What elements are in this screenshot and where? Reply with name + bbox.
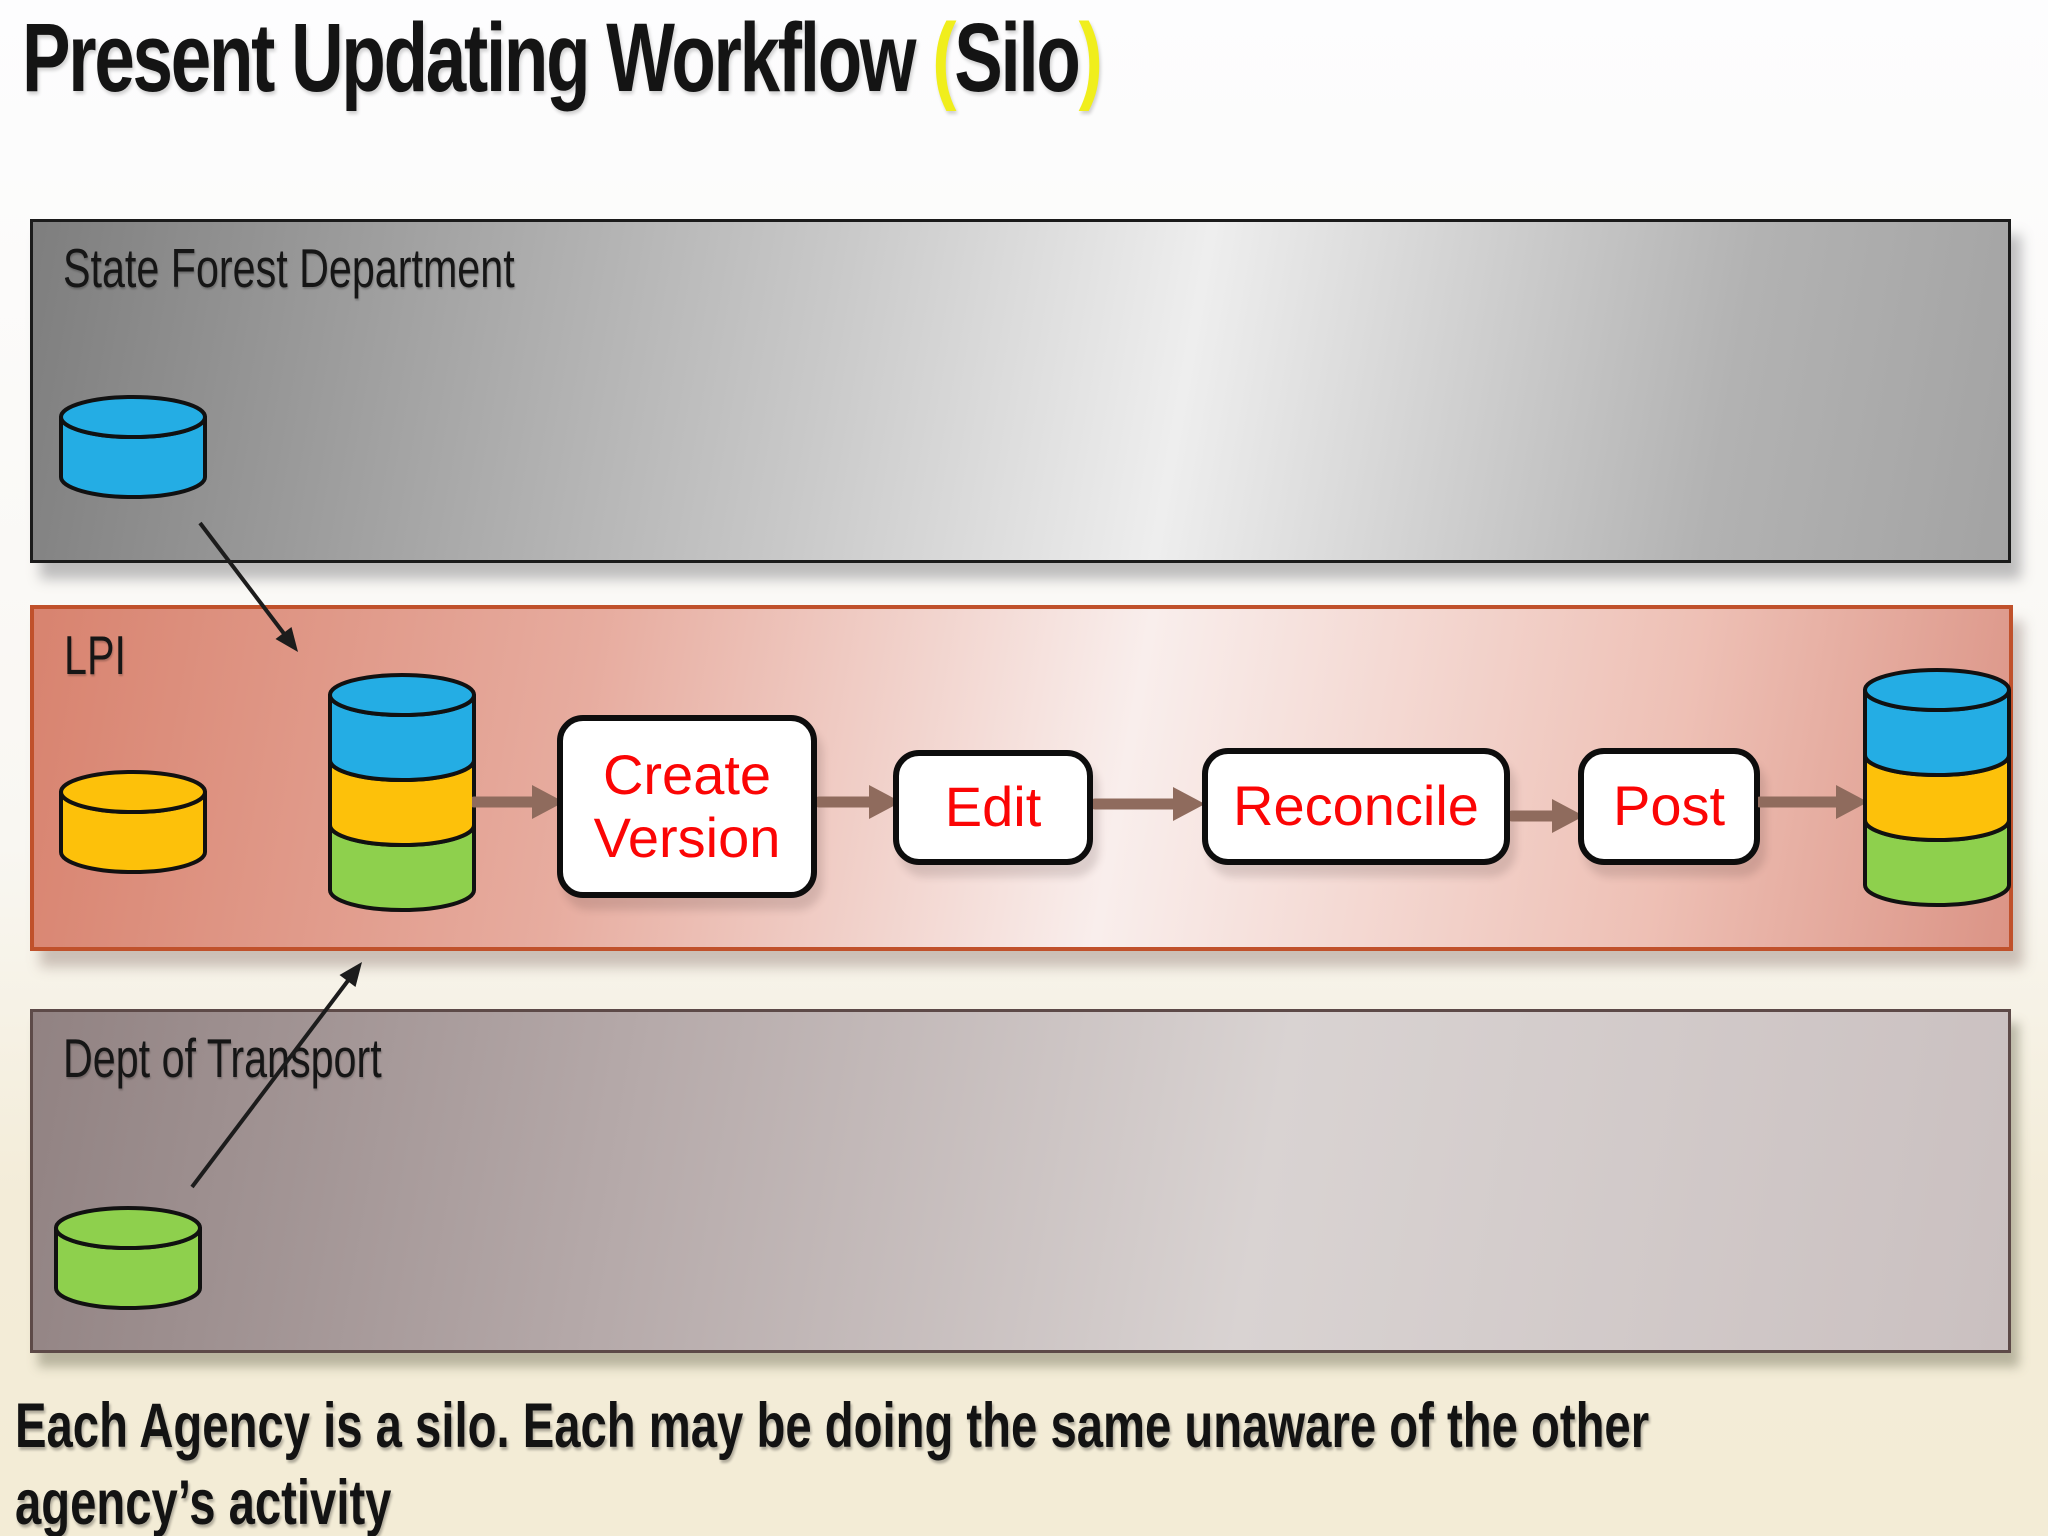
band-label-state-forest-department: State Forest Department bbox=[63, 237, 515, 299]
flow-arrow-icon bbox=[1089, 779, 1205, 829]
band-lpi: LPI Create Version Edit Reconcile Post bbox=[30, 605, 2013, 951]
workflow-step-edit: Edit bbox=[893, 750, 1093, 865]
workflow-step-post: Post bbox=[1578, 748, 1760, 865]
workflow-step-reconcile: Reconcile bbox=[1202, 748, 1510, 865]
title-paren-open: ( bbox=[932, 3, 956, 112]
flow-arrow-icon bbox=[468, 777, 564, 827]
flow-arrow-icon bbox=[1506, 791, 1584, 841]
band-dept-of-transport: Dept of Transport bbox=[30, 1009, 2011, 1353]
band-state-forest-department: State Forest Department bbox=[30, 219, 2011, 563]
page-title: Present Updating Workflow (Silo) bbox=[22, 2, 1103, 114]
database-cylinder-posted-icon bbox=[1862, 667, 2012, 908]
band-label-lpi: LPI bbox=[64, 624, 126, 686]
caption-line-1: Each Agency is a silo. Each may be doing… bbox=[15, 1391, 1650, 1461]
database-cylinder-transport-icon bbox=[53, 1205, 203, 1311]
workflow-step-create-version: Create Version bbox=[557, 715, 817, 898]
flow-arrow-icon bbox=[1754, 777, 1868, 827]
database-cylinder-lpi-icon bbox=[58, 769, 208, 875]
database-cylinder-versioned-icon bbox=[327, 672, 477, 913]
band-label-dept-of-transport: Dept of Transport bbox=[63, 1027, 382, 1089]
title-highlight-silo: Silo bbox=[954, 3, 1081, 112]
flow-arrow-icon bbox=[813, 777, 901, 827]
title-text: Present Updating Workflow bbox=[22, 3, 933, 112]
caption: Each Agency is a silo. Each may be doing… bbox=[15, 1388, 1649, 1536]
database-cylinder-forest-icon bbox=[58, 394, 208, 500]
caption-line-2: agency’s activity bbox=[15, 1468, 392, 1536]
title-paren-close: ) bbox=[1078, 3, 1103, 112]
